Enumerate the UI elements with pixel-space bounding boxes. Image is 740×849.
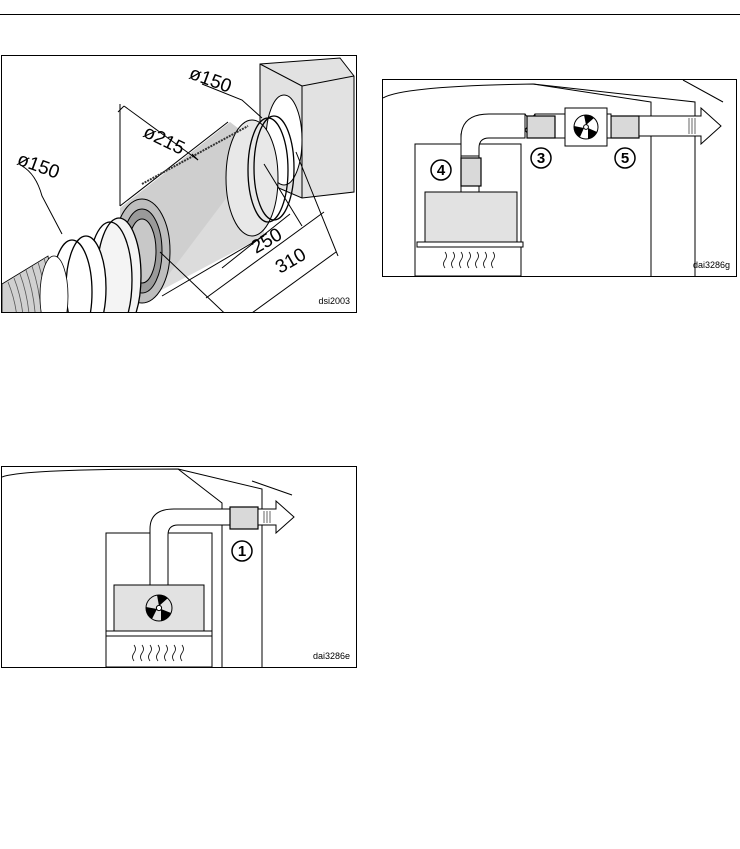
silencer-drawing: ø150 ø215 ø150 250 310	[2, 56, 356, 312]
callout-3: 3	[537, 150, 545, 167]
flexible-hose	[2, 256, 68, 312]
callout-5: 5	[621, 150, 629, 167]
dim-length-outer: 310	[272, 244, 310, 278]
figure-code: dai3286g	[693, 260, 730, 270]
dim-dia-middle: ø215	[140, 122, 188, 160]
callout-4: 4	[437, 162, 446, 179]
figure-code: dsi2003	[318, 296, 350, 306]
hood-fan-drawing: 1	[2, 467, 356, 667]
dim-dia-left: ø150	[14, 149, 62, 184]
figure-code: dai3286e	[313, 651, 350, 661]
figure-silencer-assembly: ø150 ø215 ø150 250 310 dsi2003	[1, 55, 357, 313]
dim-dia-right: ø150	[186, 63, 234, 98]
duct-fan-drawing: 4 3 5	[383, 80, 736, 276]
exhaust-arrow-icon	[258, 501, 294, 533]
callout-1: 1	[238, 543, 246, 560]
figure-duct-fan: 4 3 5 dai3286g	[382, 79, 737, 277]
figure-hood-fan: 1 dai3286e	[1, 466, 357, 668]
top-rule	[0, 14, 740, 15]
